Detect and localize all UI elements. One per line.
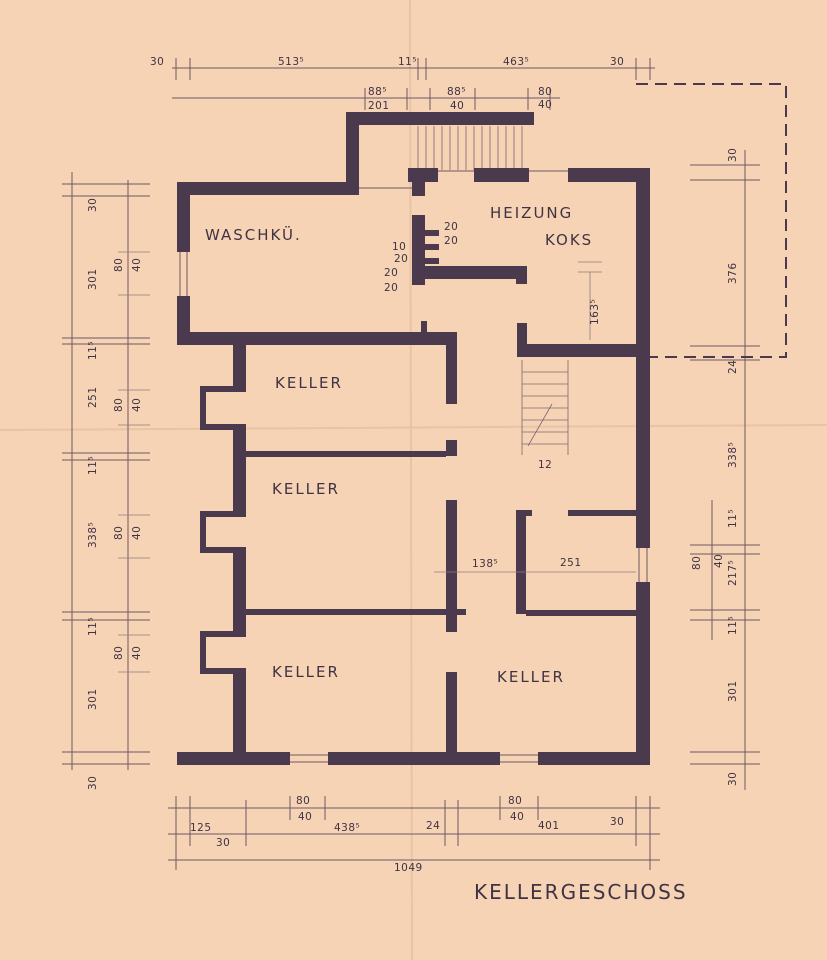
- dim-left-30-top: 30: [87, 198, 99, 212]
- stair-inner: [521, 360, 569, 455]
- room-label-koks: KOKS: [545, 231, 593, 249]
- dim-left-30-bottom: 30: [87, 776, 99, 790]
- dim-bottom-125: 125: [190, 822, 212, 834]
- dim-left-40-a: 40: [131, 258, 143, 272]
- dim-bottom-80-b: 80: [508, 795, 522, 807]
- dim-left-40-b: 40: [131, 398, 143, 412]
- dim-right-301: 301: [727, 680, 739, 702]
- paper-fold-line: [409, 0, 413, 960]
- walls: [177, 112, 650, 765]
- room-label-keller-3: KELLER: [272, 663, 340, 681]
- drawing-title: KELLERGESCHOSS: [474, 880, 688, 904]
- dim-right-3385: 338⁵: [727, 442, 739, 468]
- dimension-lines-right: [690, 150, 760, 790]
- dim-corridor-1385: 138⁵: [472, 558, 498, 570]
- dim-left-80-a: 80: [113, 258, 125, 272]
- stair-top: [417, 126, 523, 170]
- room-label-keller-4: KELLER: [497, 668, 565, 686]
- dim-right-115-a: 11⁵: [727, 509, 739, 528]
- dim-left-301-bottom: 301: [87, 688, 99, 710]
- dim-bottom-40-a: 40: [298, 811, 312, 823]
- dim-heiz-20-b: 20: [444, 235, 458, 247]
- dim-bottom-80-a: 80: [296, 795, 310, 807]
- dim-left-80-d: 80: [113, 646, 125, 660]
- dimension-lines-bottom: [168, 796, 660, 870]
- dim-left-115-a: 11⁵: [87, 341, 99, 360]
- dim-bottom-30-right: 30: [610, 816, 624, 828]
- dim-top-middle: 11⁵: [398, 56, 417, 68]
- dim-left-301-top: 301: [87, 268, 99, 290]
- room-label-keller-2: KELLER: [272, 480, 340, 498]
- dimension-lines-left: [62, 172, 150, 770]
- dim-right-2175: 217⁵: [727, 560, 739, 586]
- dim-right-30-bottom: 30: [727, 772, 739, 786]
- dim-right-40: 40: [713, 554, 725, 568]
- dim-right-30-top: 30: [727, 148, 739, 162]
- dim-left-115-c: 11⁵: [87, 617, 99, 636]
- room-label-waschkueche: WASCHKÜ.: [205, 225, 302, 244]
- dim-heizung-1635: 163⁵: [589, 299, 601, 325]
- dim-left-40-c: 40: [131, 526, 143, 540]
- dim-bottom-30: 30: [216, 837, 230, 849]
- dim-right-115-b: 11⁵: [727, 616, 739, 635]
- dim-door-b-height: 40: [450, 100, 464, 112]
- dim-small-room-251: 251: [560, 557, 582, 569]
- annex-outline: [636, 83, 787, 358]
- room-label-keller-1: KELLER: [275, 374, 343, 392]
- dim-right-24: 24: [727, 360, 739, 374]
- dim-stair-12: 12: [538, 459, 552, 471]
- interior-dimension-lines: [434, 261, 636, 573]
- dim-door-a-height: 201: [368, 100, 390, 112]
- dim-top-right-span: 463⁵: [503, 56, 529, 68]
- dim-left-251: 251: [87, 386, 99, 408]
- windows: [179, 170, 648, 763]
- dim-bottom-401: 401: [538, 820, 560, 832]
- dim-top-right-edge: 30: [610, 56, 624, 68]
- dimension-lines-top: [172, 58, 655, 110]
- dim-left-80-c: 80: [113, 526, 125, 540]
- dim-stair-20-a: 20: [394, 253, 408, 265]
- room-label-heizung: HEIZUNG: [490, 204, 573, 222]
- dim-window-height: 40: [538, 99, 552, 111]
- dim-right-376: 376: [727, 262, 739, 284]
- dim-top-left-edge: 30: [150, 56, 164, 68]
- paper-fold-line: [0, 424, 827, 431]
- dim-left-40-d: 40: [131, 646, 143, 660]
- dim-bottom-4385: 438⁵: [334, 822, 360, 834]
- dim-stair-10: 10: [392, 241, 406, 253]
- dim-bottom-24: 24: [426, 820, 440, 832]
- dim-bottom-total: 1049: [394, 862, 423, 874]
- dim-right-80: 80: [691, 556, 703, 570]
- dim-left-3385: 338⁵: [87, 522, 99, 548]
- dim-door-a-width: 88⁵: [368, 86, 387, 98]
- dim-bottom-40-b: 40: [510, 811, 524, 823]
- dim-window-width: 80: [538, 86, 552, 98]
- dim-door-b-width: 88⁵: [447, 86, 466, 98]
- dim-stair-20-c: 20: [384, 282, 398, 294]
- dim-stair-20-b: 20: [384, 267, 398, 279]
- dim-left-80-b: 80: [113, 398, 125, 412]
- dim-left-115-b: 11⁵: [87, 456, 99, 475]
- dim-top-left-span: 513⁵: [278, 56, 304, 68]
- dim-heiz-20-a: 20: [444, 221, 458, 233]
